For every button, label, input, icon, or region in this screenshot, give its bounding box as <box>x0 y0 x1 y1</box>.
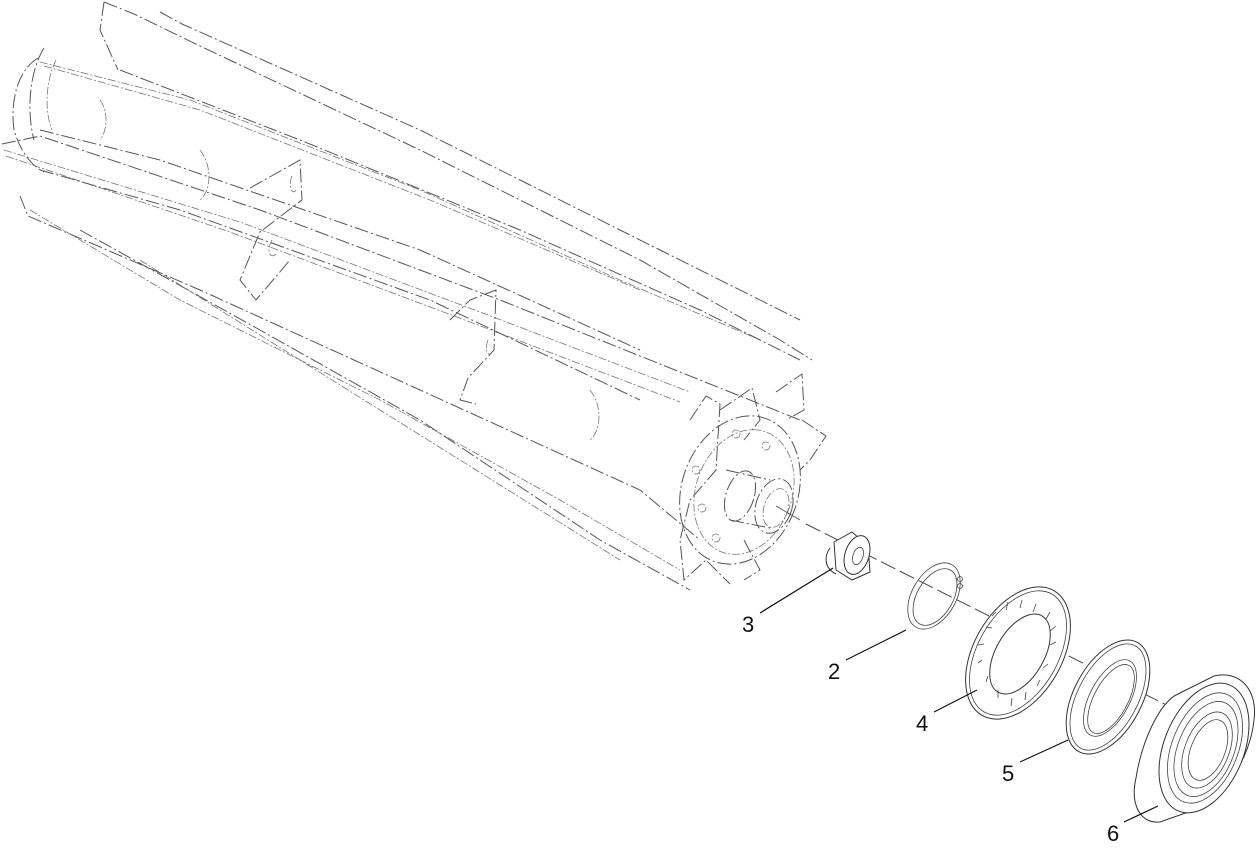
leader-line-2 <box>845 629 907 661</box>
callout-3: 3 <box>742 612 755 637</box>
part-2-retaining-ring <box>907 562 963 630</box>
callout-6: 6 <box>1107 821 1120 846</box>
leader-line-4 <box>933 689 978 713</box>
callout-2: 2 <box>828 659 841 684</box>
reel-assembly <box>1 1 827 591</box>
callout-5: 5 <box>1002 761 1015 786</box>
leader-line-5 <box>1019 739 1069 763</box>
part-3-spacer <box>825 531 871 581</box>
callout-4: 4 <box>916 711 929 736</box>
part-6-ball-bearing <box>1133 674 1256 823</box>
part-4-thrust-needle-bearing <box>965 586 1071 720</box>
leader-line-3 <box>759 567 834 614</box>
leader-line-6 <box>1123 805 1159 823</box>
part-5-thrust-washer <box>1065 639 1151 755</box>
